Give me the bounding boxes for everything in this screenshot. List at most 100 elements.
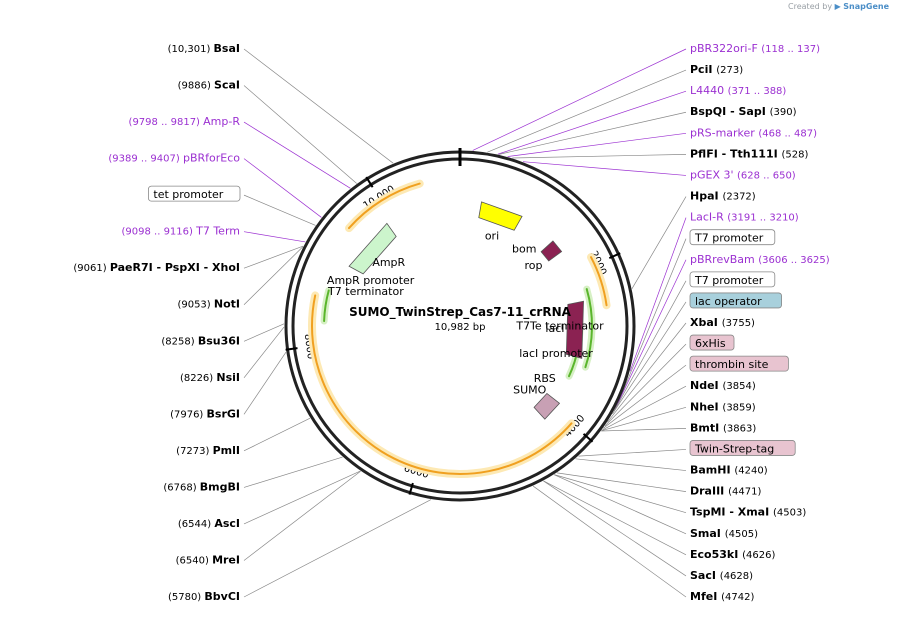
- snapgene-logo-icon: ▶: [834, 2, 841, 11]
- feature-sumo-label: SUMO: [513, 384, 547, 397]
- enzyme-label-mrei: (6540) MreI: [176, 553, 240, 566]
- tick-mark: [365, 176, 374, 188]
- leader-line: [243, 85, 357, 184]
- credit-brand: SnapGene: [843, 2, 889, 11]
- primer-label-pbrrevbam: pBRrevBam (3606 .. 3625): [690, 253, 830, 266]
- enzyme-label-mfei: MfeI (4742): [690, 590, 754, 603]
- leader-line: [614, 259, 687, 411]
- feature-t7te-terminator-label: T7Te terminator: [515, 319, 604, 332]
- leader-line: [243, 121, 351, 189]
- feature-laci: [565, 300, 584, 359]
- leader-line: [602, 364, 687, 429]
- leader-line: [472, 48, 687, 151]
- enzyme-label-bsai: (10,301) BsaI: [168, 42, 240, 55]
- feature-ori: [478, 201, 523, 231]
- tick-mark: [582, 433, 594, 443]
- site-labels: pBR322ori-F (118 .. 137) PciI (273) L4440 …: [73, 42, 829, 603]
- feature-box-t7-promoter: [689, 229, 776, 246]
- leader-line: [601, 428, 687, 432]
- leader-line: [612, 301, 687, 415]
- leader-line: [607, 322, 687, 423]
- leader-line: [556, 472, 687, 492]
- feature-ampr: [348, 222, 397, 275]
- feature-t7-terminator-label: T7 terminator: [327, 285, 404, 298]
- enzyme-label-asci: (6544) AscI: [178, 517, 240, 530]
- feature-box-twin-strep-tag: [689, 440, 796, 456]
- plasmid-size: 10,982 bp: [435, 322, 486, 333]
- feature-label-t7-promoter: T7 promoter: [694, 274, 764, 287]
- enzyme-label-saci: SacI (4628): [690, 569, 753, 582]
- leader-line: [243, 456, 343, 488]
- leader-line: [575, 458, 687, 471]
- leader-line: [629, 217, 687, 372]
- leader-line: [243, 499, 432, 598]
- enzyme-label-ndei: NdeI (3854): [690, 379, 756, 392]
- feature-laci-label: lacI: [545, 322, 564, 335]
- leader-line: [553, 474, 687, 535]
- leader-line: [243, 231, 306, 243]
- enzyme-label-eco53ki: Eco53kI (4626): [690, 548, 775, 561]
- leader-line: [243, 194, 316, 226]
- leader-line: [512, 154, 687, 159]
- enzyme-label-bbvci: (5780) BbvCI: [168, 590, 240, 603]
- enzyme-label-xbai: XbaI (3755): [690, 316, 755, 329]
- enzyme-label-paer7i: (9061) PaeR7I - PspXI - XhoI: [73, 261, 240, 274]
- feature-ori-label: ori: [485, 230, 499, 243]
- enzyme-label-hpai: HpaI (2372): [690, 190, 756, 203]
- leader-line: [601, 385, 687, 431]
- feature-box-t7-promoter: [689, 271, 776, 288]
- primer-label-pbr322ori-f: pBR322ori-F (118 .. 137): [690, 42, 820, 55]
- leader-line: [543, 480, 687, 556]
- leader-lines: [243, 48, 687, 598]
- orange-arc: [311, 294, 573, 475]
- leader-line: [498, 111, 687, 155]
- feature-box-lac-operator: [689, 292, 782, 309]
- enzyme-label-smai: SmaI (4505): [690, 527, 758, 540]
- feature-label-t7-promoter: T7 promoter: [694, 232, 764, 245]
- feature-bom-label: bom: [512, 242, 536, 255]
- plasmid-center: SUMO_TwinStrep_Cas7-11_crRNA 10,982 bp: [349, 305, 572, 333]
- leader-line: [243, 470, 361, 561]
- orange-arc: [590, 256, 608, 307]
- feature-rbs-label: RBS: [534, 372, 556, 385]
- tick-mark: [408, 482, 414, 495]
- primer-label-t7-term: (9098 .. 9116) T7 Term: [122, 225, 241, 238]
- enzyme-label-bmgbi: (6768) BmgBI: [163, 480, 240, 493]
- leader-line: [631, 196, 687, 289]
- feature-laci-promoter-label: lacI promoter: [519, 347, 593, 360]
- primer-label-prs-marker: pRS-marker (468 .. 487): [690, 126, 817, 139]
- enzyme-label-nhei: NheI (3859): [690, 400, 756, 413]
- leader-line: [243, 470, 361, 525]
- primer-label-pbrforeco: (9389 .. 9407) pBRforEco: [108, 152, 240, 165]
- enzyme-label-bamhi: BamHI (4240): [690, 464, 768, 477]
- orange-arc: [348, 182, 421, 230]
- enzyme-label-tspmi: TspMI - XmaI (4503): [690, 506, 806, 519]
- snapgene-credit: Created by ▶ SnapGene: [788, 2, 889, 11]
- feature-label-twin-strep-tag: Twin-Strep-tag: [694, 442, 774, 455]
- enzyme-label-bsrgi: (7976) BsrGI: [170, 407, 240, 420]
- leader-line: [487, 69, 687, 153]
- leader-line: [243, 246, 304, 305]
- enzyme-label-nsii: (8226) NsiI: [180, 371, 240, 384]
- leader-line: [507, 132, 687, 157]
- enzyme-label-noti: (9053) NotI: [177, 298, 240, 311]
- leader-line: [616, 238, 687, 406]
- enzyme-label-scai: (9886) ScaI: [178, 79, 240, 92]
- enzyme-label-pmli: (7273) PmlI: [176, 444, 240, 457]
- primer-label-l4440: L4440 (371 .. 388): [690, 84, 786, 97]
- feature-ampr-label: AmpR: [372, 256, 405, 269]
- leader-line: [243, 245, 304, 269]
- leader-line: [243, 351, 287, 415]
- feature-sumo: [533, 392, 561, 420]
- leader-line: [243, 326, 285, 379]
- leader-line: [543, 480, 687, 577]
- leader-line: [601, 406, 687, 432]
- green-arc: [323, 289, 330, 323]
- feature-rop-label: rop: [524, 259, 542, 272]
- leader-line: [243, 323, 285, 342]
- feature-box-thrombin-site: [689, 355, 789, 372]
- feature-box-6xhis: [689, 334, 735, 351]
- enzyme-label-pcii: PciI (273): [690, 63, 743, 76]
- leader-line: [532, 485, 687, 598]
